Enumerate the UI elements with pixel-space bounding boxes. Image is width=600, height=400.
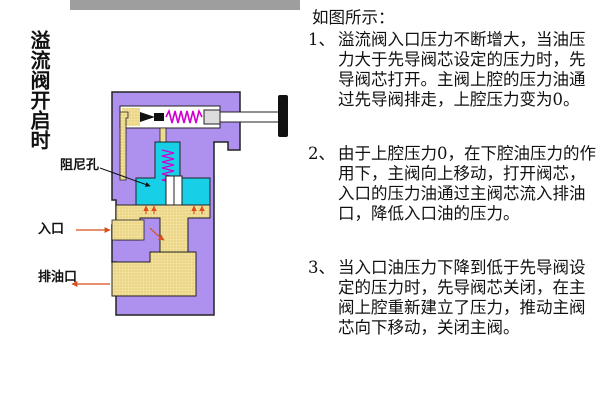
top-stripe: [70, 0, 300, 10]
adjusting-knob: [278, 95, 288, 137]
relief-valve-diagram: [71, 91, 288, 316]
damping-hole-label: 阻尼孔: [60, 158, 100, 173]
step-number: 2、: [308, 144, 335, 163]
explanation-step: 1、 溢流阀入口压力不断增大，当油压力大于先导阀芯设定的压力时，先导阀芯打开。主…: [308, 30, 598, 110]
explanation-step: 2、 由于上腔压力0，在下腔油压力的作用下，主阀向上移动，打开阀芯，入口的压力油…: [308, 144, 598, 224]
pilot-adjust-plug: [203, 109, 221, 125]
damping-hole-pointer: [99, 167, 151, 187]
step-number: 1、: [308, 30, 335, 49]
pilot-spring: [165, 108, 203, 124]
explanation-intro: 如图所示：: [312, 8, 395, 27]
outlet-channel: [111, 251, 197, 297]
step-text: 由于上腔压力0，在下腔油压力的作用下，主阀向上移动，打开阀芯，入口的压力油通过主…: [338, 144, 596, 223]
drain-passage: [119, 111, 129, 181]
inlet-channel: [111, 219, 145, 241]
adjusting-screw: [219, 111, 281, 123]
step-number: 3、: [308, 258, 335, 277]
diagram-title: 溢流阀开启时: [27, 30, 51, 150]
pressure-arrows: [143, 205, 205, 214]
inlet-label: 入口: [38, 222, 65, 237]
explanation-step: 3、 当入口油压力下降到低于先导阀设定的压力时，先导阀芯关闭，在主阀上腔重新建立…: [308, 258, 598, 338]
drain-label: 排油口: [38, 270, 78, 285]
step-text: 溢流阀入口压力不断增大，当油压力大于先导阀芯设定的压力时，先导阀芯打开。主阀上腔…: [338, 30, 586, 109]
top-bar: [0, 0, 600, 10]
explanation-panel: 如图所示： 1、 溢流阀入口压力不断增大，当油压力大于先导阀芯设定的压力时，先导…: [308, 8, 598, 338]
inner-flow-arrow: [149, 227, 165, 241]
step-text: 当入口油压力下降到低于先导阀设定的压力时，先导阀芯关闭，在主阀上腔重新建立了压力…: [338, 258, 586, 337]
